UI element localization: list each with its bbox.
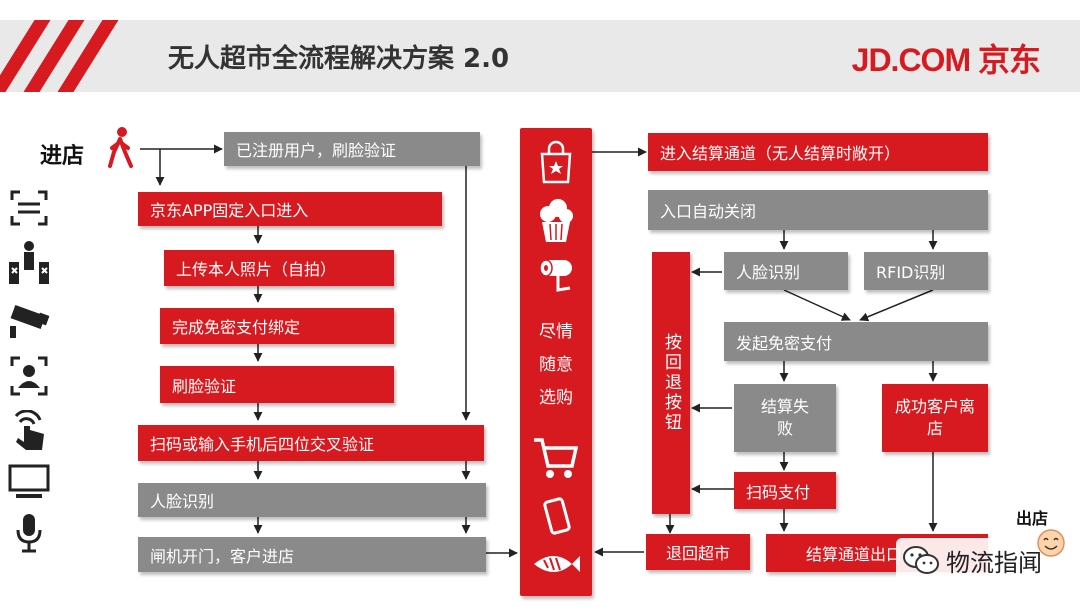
brand-logo: JD.COM 京东 [851,42,1041,78]
wechat-icon [903,546,939,574]
back-to-store-box: 退回超市 [646,534,750,570]
settle-fail-box: 结算失败 [734,384,836,452]
return-button-box: 按回退按钮 [652,252,690,514]
upload-photo-box: 上传本人照片（自拍） [164,250,394,286]
checkout-channel-box: 进入结算通道（无人结算时敞开） [648,133,988,171]
face-verify-box: 刷脸验证 [160,366,394,403]
tissue-roll-icon [539,259,572,292]
gate-open-box: 闸机开门，客户进店 [138,537,486,572]
right-face-recognition-box: 人脸识别 [724,252,848,290]
shopping-cart-icon [534,438,579,478]
fish-icon [534,556,580,572]
bind-payment-box: 完成免密支付绑定 [160,308,394,344]
face-recognition-box: 人脸识别 [138,483,486,517]
face-id-icon [10,356,48,396]
monitor-icon [8,464,50,498]
enter-label: 进店 [40,144,85,169]
registered-user-box: 已注册用户，刷脸验证 [224,132,480,166]
walking-person-icon [108,127,133,168]
scan-pay-box: 扫码支付 [734,472,836,509]
drink-can-icon [543,497,571,535]
success-leave-box: 成功客户离店 [882,384,988,452]
touch-icon [14,410,44,450]
shopping-text-label: 尽情随意选购 [539,321,573,408]
rfid-box: RFID识别 [864,252,988,290]
shopping-text: 尽情随意选购 [538,312,574,418]
cupcake-icon [540,199,573,242]
scan-verify-box: 扫码或输入手机后四位交叉验证 [138,425,484,461]
microphone-icon [16,514,42,553]
header-bar [0,20,1080,92]
face-scan-icon [10,190,48,226]
exit-label: 出店 [1016,509,1049,528]
watermark: 物流指闻 [896,538,1074,582]
gate-icon [9,241,49,284]
camera-icon [10,304,50,338]
smiley-icon [1037,529,1065,557]
app-entry-box: 京东APP固定入口进入 [138,192,442,226]
shopping-bag-icon [540,140,572,184]
watermark-text: 物流指闻 [946,548,1042,577]
start-payment-box: 发起免密支付 [724,322,988,361]
auto-close-box: 入口自动关闭 [648,190,988,230]
page-title: 无人超市全流程解决方案 2.0 [168,44,510,74]
